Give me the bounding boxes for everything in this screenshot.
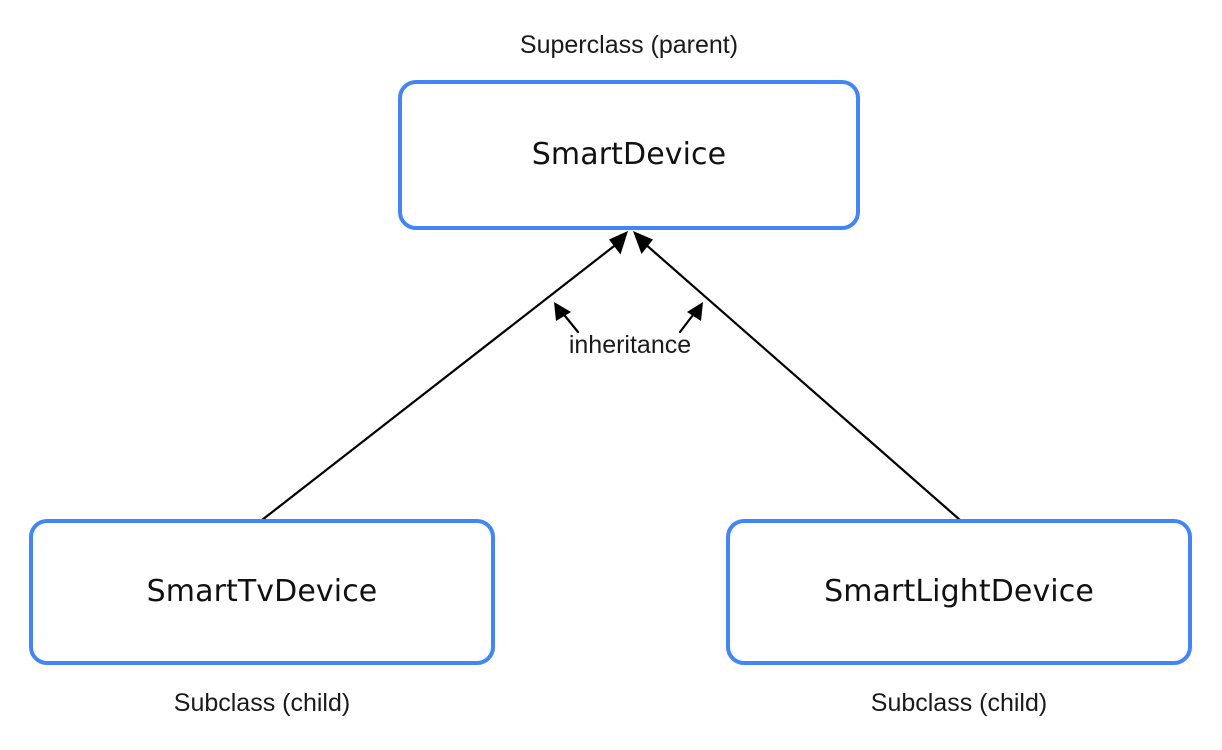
inheritance-arrow-light bbox=[633, 231, 962, 522]
inheritance-arrow-tv bbox=[260, 231, 628, 522]
class-box-smarttvdevice[interactable]: SmartTvDevice bbox=[29, 519, 495, 665]
class-name-smarttvdevice: SmartTvDevice bbox=[146, 574, 378, 609]
subclass-light-caption: Subclass (child) bbox=[870, 689, 1048, 717]
label-pointer-left-icon bbox=[554, 302, 580, 334]
class-box-smartlightdevice[interactable]: SmartLightDevice bbox=[726, 519, 1192, 665]
class-name-smartdevice: SmartDevice bbox=[531, 137, 727, 172]
class-name-smartlightdevice: SmartLightDevice bbox=[824, 574, 1094, 609]
subclass-tv-caption: Subclass (child) bbox=[173, 689, 351, 717]
inheritance-label: inheritance bbox=[568, 331, 692, 359]
class-box-smartdevice[interactable]: SmartDevice bbox=[398, 80, 860, 230]
superclass-caption: Superclass (parent) bbox=[519, 31, 739, 59]
label-pointer-right-icon bbox=[678, 302, 703, 334]
